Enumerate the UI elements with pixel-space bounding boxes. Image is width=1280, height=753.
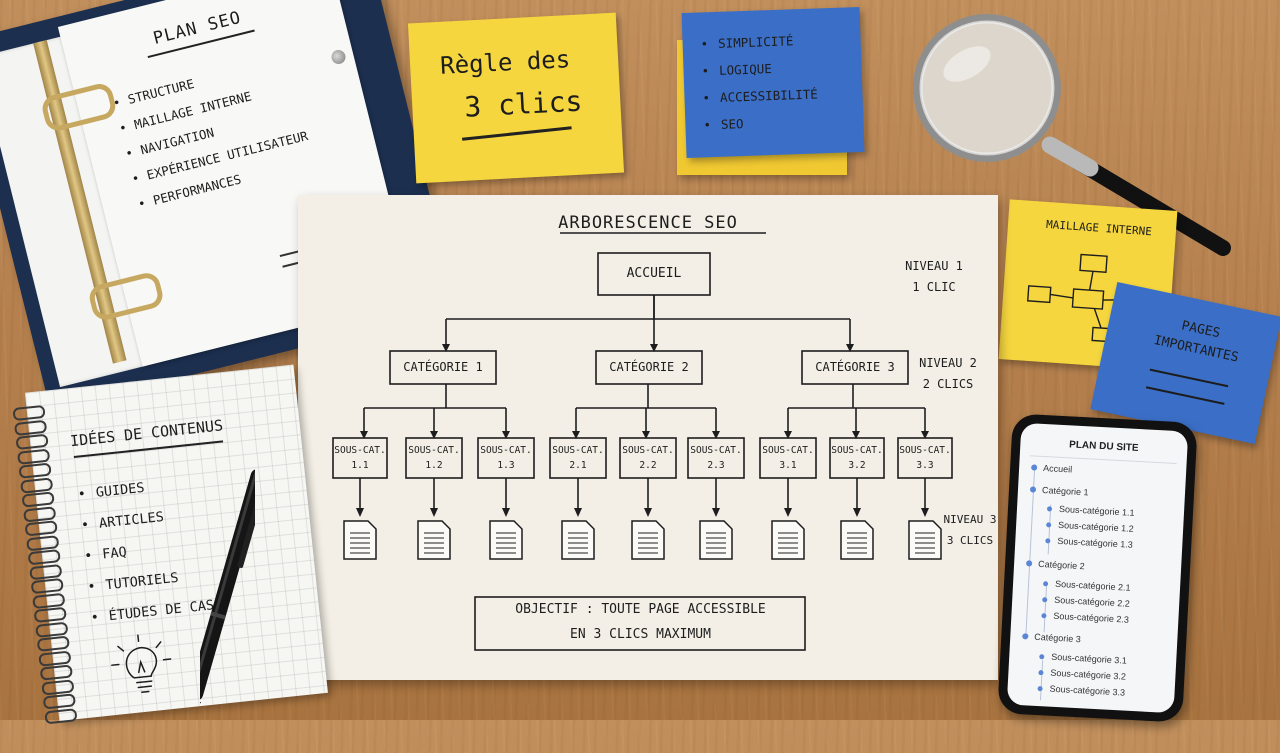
sitemap-item-accueil[interactable]: Accueil — [1043, 463, 1072, 475]
tree-subcat-1-2: SOUS-CAT.1.2 — [406, 443, 462, 473]
sitemap-item-subcategory[interactable]: Sous-catégorie 1.3 — [1057, 536, 1133, 550]
phone-screen: PLAN DU SITE Accueil Catégorie 1 Sous-ca… — [1007, 423, 1189, 713]
pages-note-line2: IMPORTANTES — [1152, 333, 1239, 366]
sitemap-item-subcategory[interactable]: Sous-catégorie 1.2 — [1058, 520, 1134, 534]
tree-dot-icon — [1043, 581, 1048, 586]
tree-category-2: CATÉGORIE 2 — [596, 360, 702, 374]
objective-line2: EN 3 CLICS MAXIMUM — [570, 627, 711, 642]
document-icon — [841, 521, 873, 559]
tree-dot-icon — [1046, 522, 1051, 527]
tree-dot-icon — [1041, 613, 1046, 618]
tree-subcat-1-1: SOUS-CAT.1.1 — [333, 443, 387, 473]
sitemap-item-subcategory[interactable]: Sous-catégorie 1.1 — [1059, 504, 1135, 518]
mesh-note-title: MAILLAGE INTERNE — [1046, 218, 1153, 238]
pages-note-line — [1150, 369, 1229, 387]
principle-item: SEO — [703, 107, 819, 138]
tree-dot-icon — [1039, 654, 1044, 659]
principle-item: LOGIQUE — [701, 53, 817, 84]
tree-dot-icon — [1045, 538, 1050, 543]
document-icon — [418, 521, 450, 559]
sitemap-item-subcategory[interactable]: Sous-catégorie 3.2 — [1050, 668, 1126, 682]
tree-subcat-3-2: SOUS-CAT.3.2 — [830, 443, 884, 473]
sitemap-item-category[interactable]: Catégorie 2 — [1038, 559, 1085, 571]
document-icon — [562, 521, 594, 559]
document-icon — [700, 521, 732, 559]
sheet-title: ARBORESCENCE SEO — [298, 213, 998, 233]
tree-dot-icon — [1037, 686, 1042, 691]
tree-dot-icon — [1026, 560, 1032, 566]
rule-note-underline — [462, 126, 572, 140]
principle-item: ACCESSIBILITÉ — [702, 80, 818, 111]
tree-subcat-2-1: SOUS-CAT.2.1 — [550, 443, 606, 473]
tree-subcat-3-3: SOUS-CAT.3.3 — [898, 443, 952, 473]
tree-subcat-2-2: SOUS-CAT.2.2 — [620, 443, 676, 473]
sitemap-tree-line — [1044, 582, 1048, 632]
rule-note-line2: 3 clics — [464, 85, 584, 124]
tree-category-1: CATÉGORIE 1 — [390, 360, 496, 374]
tree-category-3: CATÉGORIE 3 — [802, 360, 908, 374]
tree-dot-icon — [1031, 464, 1037, 470]
sitemap-tree-line — [1040, 660, 1043, 700]
sitemap-title: PLAN DU SITE — [1020, 437, 1187, 457]
seo-tree-sheet: ARBORESCENCE SEO ACCUEIL CATÉGORIE 1 CAT… — [298, 195, 998, 680]
principle-item: SIMPLICITÉ — [700, 26, 816, 57]
tree-dot-icon — [1042, 597, 1047, 602]
pages-note-line — [1146, 386, 1225, 404]
lightbulb-icon — [105, 628, 182, 705]
principles-list: SIMPLICITÉ LOGIQUE ACCESSIBILITÉ SEO — [700, 26, 819, 138]
document-icon — [632, 521, 664, 559]
smartphone: PLAN DU SITE Accueil Catégorie 1 Sous-ca… — [997, 413, 1197, 722]
sitemap-tree-line — [1048, 504, 1052, 554]
sitemap-item-subcategory[interactable]: Sous-catégorie 3.1 — [1051, 652, 1127, 666]
tree-dot-icon — [1030, 486, 1036, 492]
principles-note: SIMPLICITÉ LOGIQUE ACCESSIBILITÉ SEO — [682, 7, 865, 158]
tree-subcat-2-3: SOUS-CAT.2.3 — [688, 443, 744, 473]
three-clicks-rule-note: Règle des 3 clics — [408, 13, 624, 184]
document-icon — [772, 521, 804, 559]
content-ideas-notebook: IDÉES DE CONTENUS GUIDES ARTICLES FAQ TU… — [7, 363, 343, 752]
rule-note-line1: Règle des — [439, 45, 570, 80]
pages-note-line1: PAGES — [1180, 318, 1221, 341]
document-icon — [909, 521, 941, 559]
tree-dot-icon — [1047, 506, 1052, 511]
sitemap-item-category[interactable]: Catégorie 1 — [1042, 485, 1089, 497]
notebook-coil — [44, 708, 77, 724]
sitemap-item-subcategory[interactable]: Sous-catégorie 2.3 — [1053, 611, 1129, 625]
tree-subcat-1-3: SOUS-CAT.1.3 — [478, 443, 534, 473]
objective-line1: OBJECTIF : TOUTE PAGE ACCESSIBLE — [515, 602, 765, 617]
tree-subcat-3-1: SOUS-CAT.3.1 — [760, 443, 816, 473]
sitemap-item-subcategory[interactable]: Sous-catégorie 2.2 — [1054, 595, 1130, 609]
document-icon — [344, 521, 376, 559]
sitemap-tree-line — [1025, 470, 1035, 640]
pen-icon — [200, 455, 255, 725]
objective-box: OBJECTIF : TOUTE PAGE ACCESSIBLE EN 3 CL… — [478, 597, 803, 647]
tree-dot-icon — [1038, 670, 1043, 675]
sitemap-item-subcategory[interactable]: Sous-catégorie 2.1 — [1055, 579, 1131, 593]
tree-dot-icon — [1022, 633, 1028, 639]
sitemap-item-category[interactable]: Catégorie 3 — [1034, 632, 1081, 644]
content-ideas-list: GUIDES ARTICLES FAQ TUTORIELS ÉTUDES DE … — [76, 467, 215, 634]
sitemap-item-subcategory[interactable]: Sous-catégorie 3.3 — [1049, 684, 1125, 698]
tree-root-accueil: ACCUEIL — [598, 266, 710, 281]
document-icon — [490, 521, 522, 559]
